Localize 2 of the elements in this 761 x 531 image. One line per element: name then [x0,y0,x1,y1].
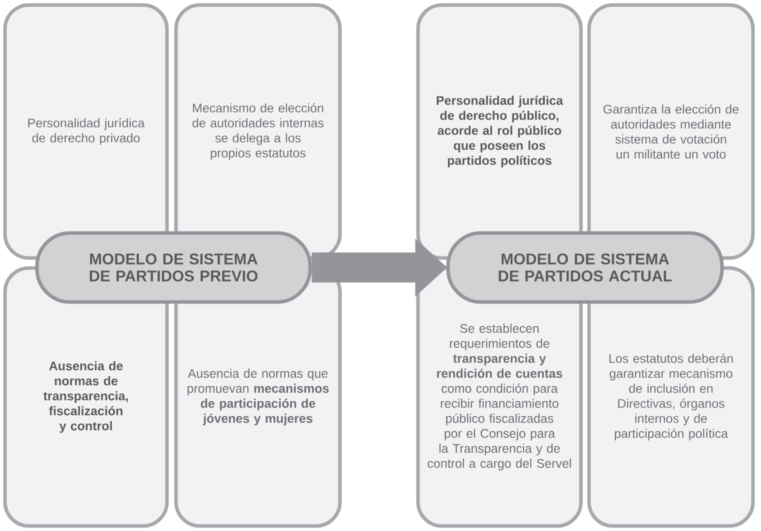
title-pill: MODELO DE SISTEMA DE PARTIDOS PREVIO [35,231,312,304]
title-pill: MODELO DE SISTEMA DE PARTIDOS ACTUAL [446,231,724,304]
